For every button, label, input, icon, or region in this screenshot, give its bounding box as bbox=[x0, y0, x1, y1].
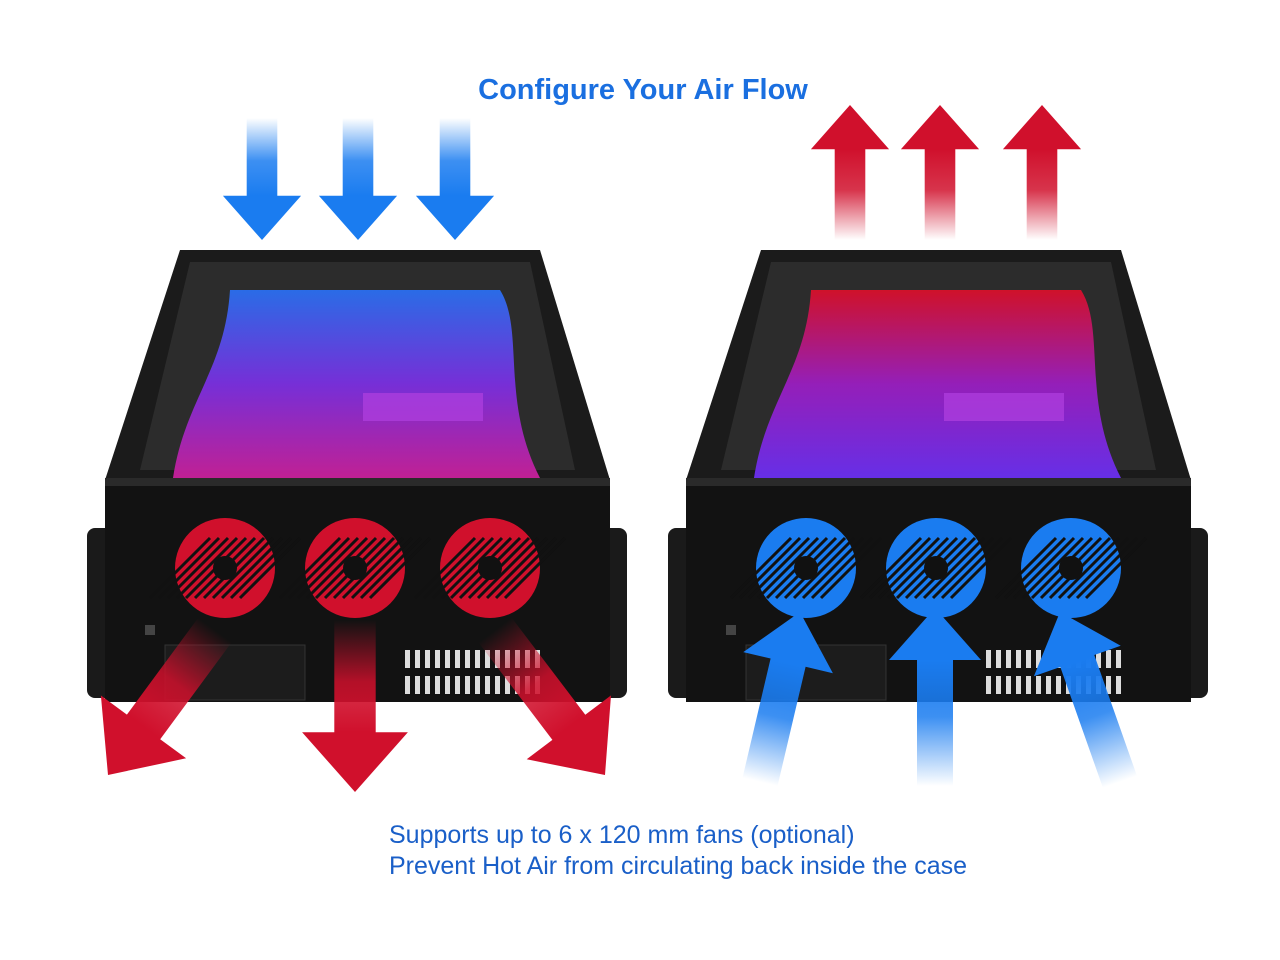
front-rim bbox=[686, 478, 1191, 486]
fan bbox=[413, 518, 567, 618]
power-switch bbox=[726, 625, 736, 635]
fan-hub bbox=[924, 556, 948, 580]
hot-air-exhaust-arrow bbox=[478, 617, 611, 775]
caption-line-fans: Supports up to 6 x 120 mm fans (optional… bbox=[389, 821, 855, 849]
airflow-tray bbox=[173, 290, 540, 478]
cool-air-intake-arrow bbox=[742, 612, 833, 787]
case-top-intake bbox=[87, 250, 627, 702]
cool-air-intake-arrow bbox=[318, 118, 398, 240]
hot-air-exhaust-arrow bbox=[900, 105, 980, 240]
cool-air-intake-arrow bbox=[415, 118, 495, 240]
fan bbox=[859, 518, 1013, 618]
fan bbox=[278, 518, 432, 618]
tray-label bbox=[363, 393, 483, 421]
caption: Supports up to 6 x 120 mm fans (optional… bbox=[389, 820, 967, 882]
cool-air-intake-arrow bbox=[222, 118, 302, 240]
front-rim bbox=[105, 478, 610, 486]
airflow-tray bbox=[754, 290, 1121, 478]
fan-hub bbox=[1059, 556, 1083, 580]
page-title: Configure Your Air Flow bbox=[478, 74, 808, 106]
caption-line-hot-air: Prevent Hot Air from circulating back in… bbox=[389, 852, 968, 880]
cool-air-intake-arrow bbox=[889, 608, 981, 786]
tray-label bbox=[944, 393, 1064, 421]
hot-air-exhaust-arrow bbox=[810, 105, 890, 240]
hot-air-exhaust-arrow bbox=[302, 620, 408, 792]
hot-air-exhaust-arrow bbox=[1002, 105, 1082, 240]
fan bbox=[148, 518, 302, 618]
hot-air-exhaust-arrow bbox=[100, 617, 232, 775]
cool-air-intake-arrow bbox=[1033, 612, 1137, 788]
fan bbox=[994, 518, 1148, 618]
fan-hub bbox=[794, 556, 818, 580]
fan bbox=[729, 518, 883, 618]
fan-hub bbox=[213, 556, 237, 580]
fan-hub bbox=[343, 556, 367, 580]
power-switch bbox=[145, 625, 155, 635]
fan-hub bbox=[478, 556, 502, 580]
